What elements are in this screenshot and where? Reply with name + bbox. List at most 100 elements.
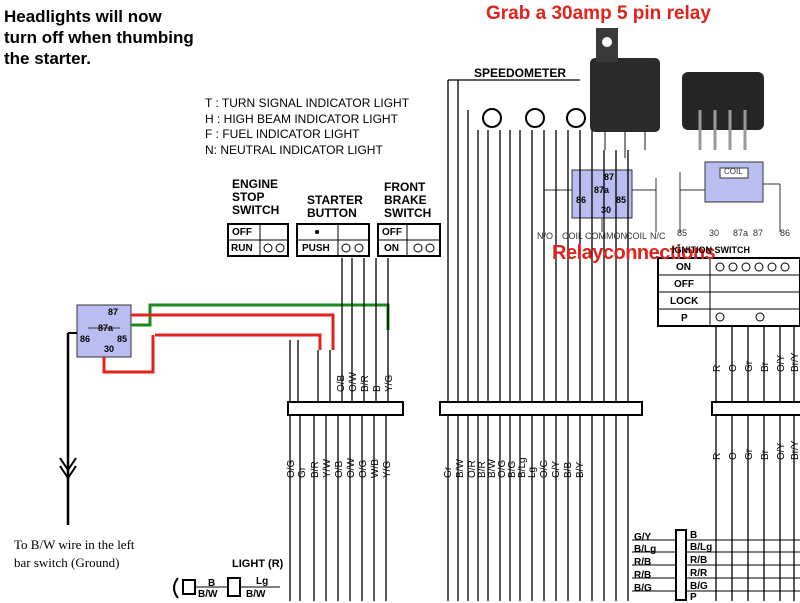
wire-bundle-right <box>715 326 795 601</box>
wire-label-upper: O/W <box>348 372 359 392</box>
green-wire <box>131 303 390 330</box>
connector-label-right: B/G <box>690 581 708 592</box>
detail-nc: N/C <box>650 231 666 241</box>
wire-label-center: G/Y <box>551 460 562 478</box>
connector-label-left: R/B <box>634 570 652 581</box>
top-relay-pin-86: 86 <box>576 195 587 205</box>
wire-label-lower: O/G <box>358 459 369 478</box>
front-brake-title: FRONT BRAKE SWITCH <box>384 181 431 220</box>
wire-label-right-upper: O/Y <box>776 354 787 372</box>
light-r-label: LIGHT (R) <box>232 558 284 570</box>
detail-coil-2: COIL <box>626 231 648 241</box>
ignition-p: P <box>681 313 688 324</box>
legend-n: N: NEUTRAL INDICATOR LIGHT <box>205 142 383 157</box>
legend-h: H : HIGH BEAM INDICATOR LIGHT <box>205 111 398 126</box>
wire-label-lower: W/B <box>370 459 381 478</box>
starter-push: PUSH <box>302 243 330 254</box>
ignition-on: ON <box>676 262 691 273</box>
ground-note-line-1: To B/W wire in the left <box>14 537 135 552</box>
wire-label-center: B/Y <box>575 461 586 478</box>
detail-no: N/O <box>537 231 554 241</box>
headlight-connector <box>173 577 280 599</box>
headlight-wire-label: B <box>208 578 216 589</box>
connector-center <box>439 401 643 416</box>
headline-line-2: turn off when thumbing <box>4 28 194 47</box>
wire-label-center: B/B <box>563 461 574 478</box>
starter-button <box>296 223 370 257</box>
top-relay-pin-85: 85 <box>616 195 627 205</box>
connector-label-right: B <box>690 530 698 541</box>
wire-label-center: B/W <box>455 459 466 478</box>
wire-bundle-center <box>447 79 629 601</box>
connector-label-left: B/Lg <box>634 544 657 555</box>
ground-note: To B/W wire in the left bar switch (Grou… <box>14 536 204 572</box>
wire-label-right-upper: R <box>712 364 723 372</box>
wire-label-lower: O/B <box>334 460 345 478</box>
red-wire-1 <box>131 313 335 350</box>
wire-label-lower: Y/W <box>322 459 333 478</box>
red-wire-3 <box>102 335 155 374</box>
front-brake-t1: FRONT <box>384 180 426 194</box>
detail-common: COMMON <box>585 231 627 241</box>
wire-label-center: O/G <box>539 459 550 478</box>
engine-stop-off: OFF <box>232 227 252 238</box>
connector-label-right: P <box>690 592 697 603</box>
legend-f: F : FUEL INDICATOR LIGHT <box>205 127 360 141</box>
headlight-wire-label: B/W <box>246 589 266 600</box>
brake-on: ON <box>384 243 399 254</box>
wire-label-right-upper: Gr <box>744 360 755 372</box>
wire-label-right-lower: Br <box>760 450 771 460</box>
wire-label-lower: O/G <box>286 459 297 478</box>
headline-line-1: Headlights will now <box>4 7 162 26</box>
wire-label-right-upper: Br/Y <box>790 352 800 372</box>
starter-t1: STARTER <box>307 193 363 207</box>
connector-left <box>287 401 404 416</box>
wire-label-right-upper: O <box>728 364 739 372</box>
detail-coil: COIL <box>562 231 584 241</box>
relay-pin-30: 30 <box>104 344 115 354</box>
wire-label-center: Lg <box>527 466 538 478</box>
bottom-connector <box>632 529 800 601</box>
ground-note-line-2: bar switch (Ground) <box>14 555 120 570</box>
relay-pin-row-label: 86 <box>780 228 791 238</box>
wire-label-right-lower: Br/Y <box>790 440 800 460</box>
brake-off: OFF <box>382 227 402 238</box>
wire-label-upper: O/B <box>336 374 347 392</box>
engine-stop-t3: SWITCH <box>232 203 280 217</box>
relay-pin-row-label: 87 <box>753 228 764 238</box>
wire-label-lower: Y/G <box>382 460 393 478</box>
engine-stop-switch <box>227 223 289 257</box>
relay-pin-85: 85 <box>117 334 128 344</box>
speedometer-label: SPEEDOMETER <box>474 66 567 80</box>
ignition-off: OFF <box>674 279 694 290</box>
ground-arrow-icon <box>59 457 77 480</box>
front-brake-t2: BRAKE <box>384 193 427 207</box>
engine-stop-t1: ENGINE <box>232 177 279 191</box>
wire-label-right-lower: O/Y <box>776 442 787 460</box>
headlight-wire-label: Lg <box>256 576 269 587</box>
added-relay <box>76 304 132 358</box>
connector-label-left: R/B <box>634 557 652 568</box>
wire-label-upper: Y/G <box>384 374 395 392</box>
headlight-wire-label: B/W <box>198 589 218 600</box>
headline-line-3: the starter. <box>4 49 91 68</box>
relay-symbol-top <box>543 169 657 232</box>
connector-label-left: B/G <box>634 583 652 594</box>
engine-stop-run: RUN <box>231 243 253 254</box>
grab-relay-title: Grab a 30amp 5 pin relay <box>486 3 711 24</box>
connector-label-right: R/R <box>690 568 708 579</box>
headline-note: Headlights will now turn off when thumbi… <box>4 6 244 69</box>
top-relay-pin-87a: 87a <box>594 185 610 195</box>
connector-label-left: G/Y <box>634 532 652 543</box>
starter-t2: BUTTON <box>307 206 357 220</box>
ignition-title: IGNITION SWITCH <box>672 245 750 255</box>
relay-pin-87: 87 <box>108 307 119 317</box>
wire-label-right-lower: O <box>728 452 739 460</box>
wire-label-upper: B/R <box>360 375 371 392</box>
detail-coil-box: COIL <box>724 167 743 176</box>
top-relay-pin-87: 87 <box>604 172 615 182</box>
relay-photo-left <box>590 28 660 158</box>
wire-label-lower: B/R <box>310 461 321 478</box>
